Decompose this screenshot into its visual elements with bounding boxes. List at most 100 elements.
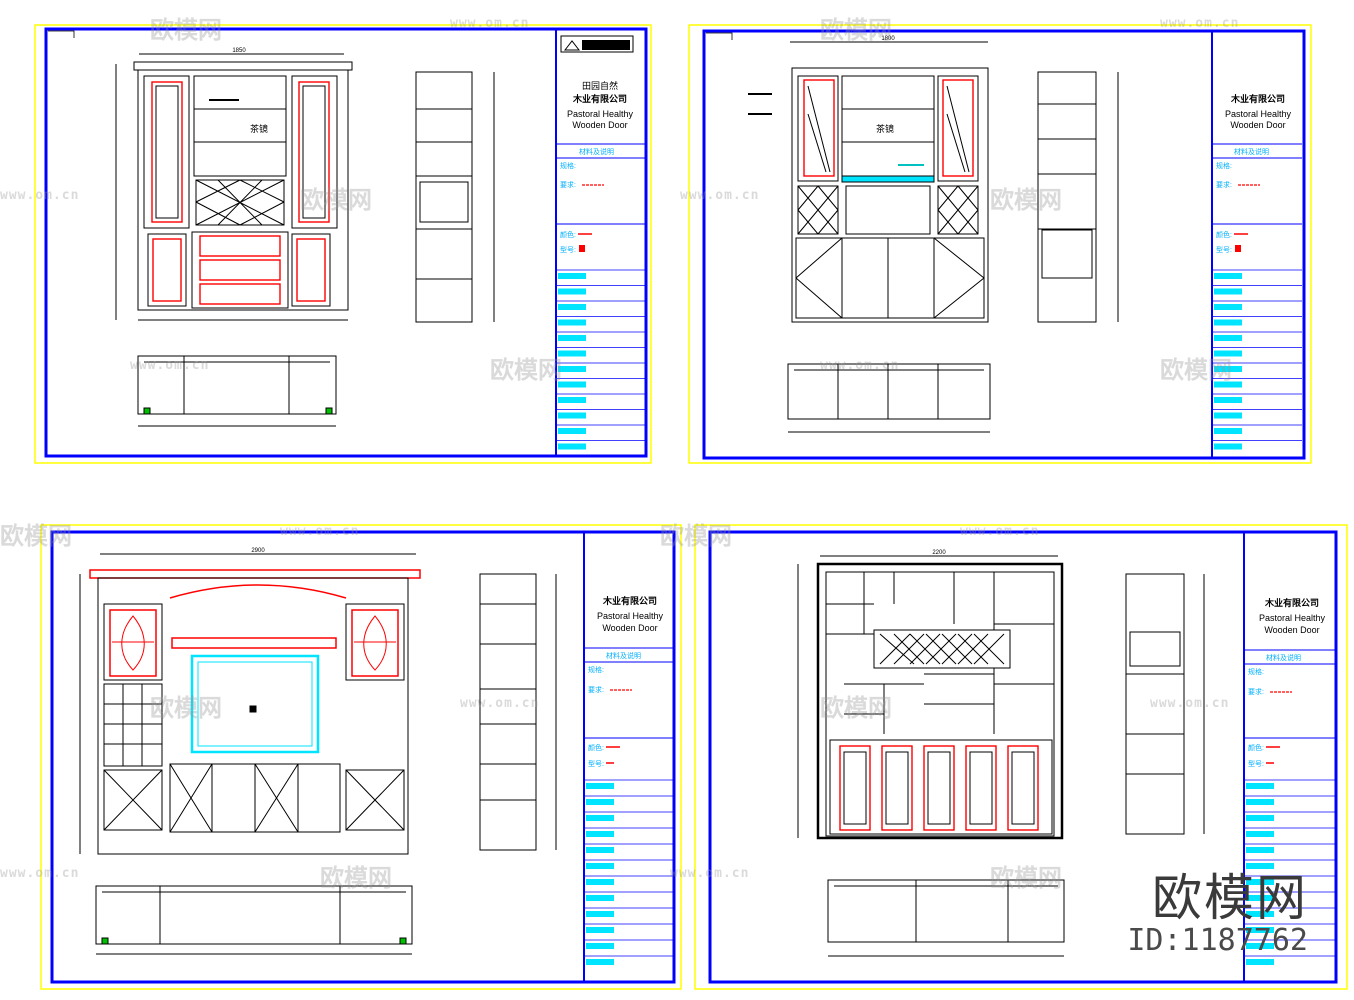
drawing-sheet-3: 木业有限公司 Pastoral Healthy Wooden Door 材料及说… <box>40 524 682 990</box>
title-block-cell <box>586 863 614 869</box>
title-block-cell <box>558 350 586 357</box>
front-elevation: 1850 茶镜 <box>115 48 353 321</box>
title-block-cell <box>1246 831 1274 837</box>
side-elevation <box>1037 71 1119 323</box>
title-block: 木业有限公司 Pastoral Healthy Wooden Door 材料及说… <box>1211 31 1302 458</box>
title-block-cell <box>586 943 614 949</box>
front-elevation: 2200 <box>797 550 1064 840</box>
title-block-cell <box>586 911 614 917</box>
company-en-2: Wooden Door <box>602 623 657 633</box>
title-block-cell <box>586 783 614 789</box>
field-color: 颜色: <box>560 230 576 239</box>
company-en-1: Pastoral Healthy <box>1225 109 1292 119</box>
title-block-cell <box>586 847 614 853</box>
title-block-cell <box>558 304 586 310</box>
title-block-cell <box>1214 304 1242 310</box>
field-color: 颜色: <box>1248 743 1264 752</box>
company-cn: 木业有限公司 <box>1230 93 1285 104</box>
field-model: 型号: <box>1248 759 1264 768</box>
drawing-sheet-2: 木业有限公司 Pastoral Healthy Wooden Door 材料及说… <box>688 24 1312 464</box>
side-elevation <box>415 71 495 323</box>
title-block-cell <box>558 366 586 372</box>
company-en-1: Pastoral Healthy <box>597 611 664 621</box>
field-spec: 规格: <box>560 161 576 170</box>
title-block-cell <box>558 443 586 450</box>
drawing-sheet-1: 田园自然 木业有限公司 Pastoral Healthy Wooden Door… <box>34 24 652 464</box>
title-block-cell <box>558 412 586 419</box>
title-block-cell <box>1214 443 1242 450</box>
title-block-cell <box>1214 366 1242 372</box>
title-block: 田园自然 木业有限公司 Pastoral Healthy Wooden Door… <box>555 29 646 456</box>
title-block-cell <box>1214 412 1242 419</box>
title-block-cell <box>586 815 614 821</box>
field-model: 型号: <box>1216 245 1232 254</box>
stamp-label: 材料及说明 <box>1234 147 1269 156</box>
field-req: 要求: <box>1248 687 1264 696</box>
brand-watermark: 欧模网 <box>1152 869 1308 927</box>
plan-view <box>827 879 1065 957</box>
field-model: 型号: <box>560 245 576 254</box>
brand-id: ID:1187762 <box>1127 923 1308 958</box>
title-block-cell <box>1246 815 1274 821</box>
width-dim: 2900 <box>251 548 265 554</box>
title-block-cell <box>586 927 614 933</box>
title-block-cell <box>1246 863 1274 869</box>
title-block-cell <box>558 428 586 434</box>
title-block-cell <box>1246 879 1274 885</box>
title-block-cell <box>1214 319 1242 326</box>
company-en-2: Wooden Door <box>1264 625 1319 635</box>
front-elevation: 2900 <box>79 548 421 855</box>
width-dim: 1850 <box>232 48 246 54</box>
field-model: 型号: <box>588 759 604 768</box>
title-block-cell <box>1214 273 1242 279</box>
company-en-2: Wooden Door <box>572 120 627 130</box>
width-dim: 2200 <box>932 550 946 556</box>
title-block-cell <box>586 895 614 901</box>
title-block-cell <box>1214 350 1242 357</box>
company-en-2: Wooden Door <box>1230 120 1285 130</box>
title-block-cell <box>586 959 614 965</box>
title-block-cell <box>1214 428 1242 434</box>
title-block-cell <box>1214 381 1242 388</box>
title-block-cell <box>558 273 586 279</box>
plan-view <box>137 355 337 427</box>
title-block-cell <box>1246 799 1274 805</box>
title-block-cell <box>1246 783 1274 789</box>
stamp-label: 材料及说明 <box>606 651 641 660</box>
field-color: 颜色: <box>588 743 604 752</box>
title-block-cell <box>1246 927 1274 933</box>
title-block-cell <box>558 397 586 403</box>
title-block-cell <box>1246 895 1274 901</box>
title-block-cell <box>558 319 586 326</box>
mirror-label: 茶镜 <box>876 123 894 134</box>
title-block-cell <box>1214 397 1242 403</box>
title-block-cell <box>586 799 614 805</box>
width-dim: 1800 <box>881 36 895 42</box>
mirror-label: 茶镜 <box>250 123 268 134</box>
title-block-cell <box>1246 911 1274 917</box>
title-block: 木业有限公司 Pastoral Healthy Wooden Door 材料及说… <box>1243 532 1336 982</box>
field-spec: 规格: <box>1216 161 1232 170</box>
company-en-1: Pastoral Healthy <box>1259 613 1326 623</box>
field-req: 要求: <box>588 685 604 694</box>
stamp-label: 材料及说明 <box>579 147 614 156</box>
company-cn: 木业有限公司 <box>602 595 657 606</box>
title-block-cell <box>1246 943 1274 949</box>
field-color: 颜色: <box>1216 230 1232 239</box>
title-block-cell <box>1246 847 1274 853</box>
company-cn-2: 木业有限公司 <box>572 93 627 104</box>
title-block-cell <box>558 335 586 341</box>
side-elevation <box>1125 573 1205 835</box>
field-req: 要求: <box>1216 180 1232 189</box>
field-spec: 规格: <box>588 665 604 674</box>
title-block-cell <box>1214 335 1242 341</box>
title-block-cell <box>558 381 586 388</box>
plan-view <box>95 885 413 955</box>
drawing-sheet-4: 木业有限公司 Pastoral Healthy Wooden Door 材料及说… <box>694 524 1348 990</box>
title-block-cell <box>1246 959 1274 965</box>
company-en-1: Pastoral Healthy <box>567 109 634 119</box>
field-req: 要求: <box>560 180 576 189</box>
title-block: 木业有限公司 Pastoral Healthy Wooden Door 材料及说… <box>583 532 674 982</box>
company-cn-1: 田园自然 <box>582 80 618 91</box>
plan-view <box>787 363 991 433</box>
